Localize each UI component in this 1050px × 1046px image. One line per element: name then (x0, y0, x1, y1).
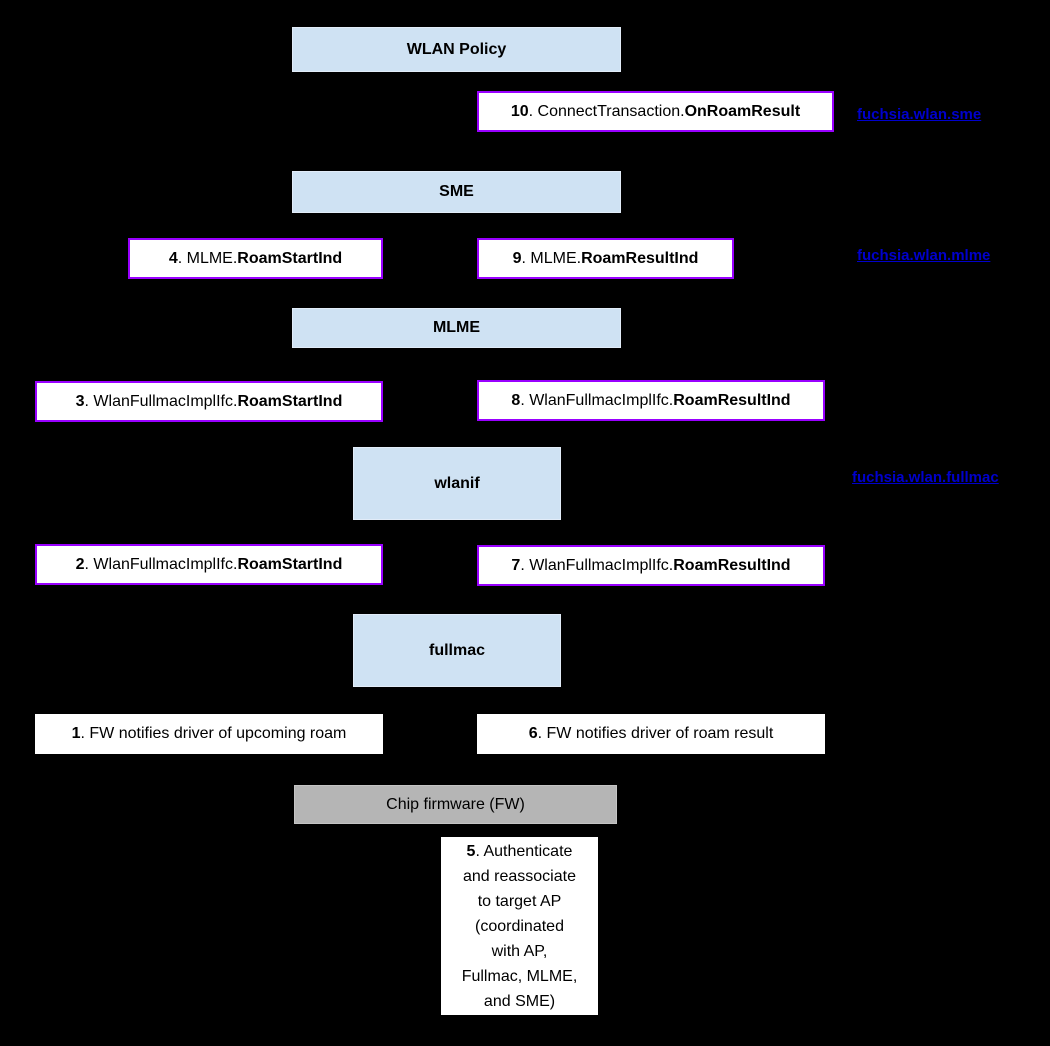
step-6-number: 6 (528, 725, 538, 743)
step-4-number: 4 (168, 249, 178, 267)
layer-wlanif-box: wlanif (353, 447, 561, 520)
step-6-label: 6. FW notifies driver of roam result (529, 724, 774, 743)
step-5-box: 5. Authenticate and reassociate to targe… (441, 837, 598, 1015)
step-5-line-4: (coordinated (475, 917, 564, 935)
step-9-label: 9. MLME.RoamResultInd (513, 249, 699, 268)
step-10-number: 10 (510, 102, 529, 120)
step-9-text: . MLME. (521, 249, 582, 267)
step-3-text: . WlanFullmacImplIfc. (84, 392, 238, 410)
step-4-label: 4. MLME.RoamStartInd (169, 249, 342, 268)
step-8-label: 8. WlanFullmacImplIfc.RoamResultInd (511, 391, 790, 410)
layer-fullmac-label: fullmac (428, 641, 485, 659)
layer-mlme-label: MLME (432, 319, 481, 337)
step-9-method: RoamResultInd (581, 249, 699, 267)
layer-mlme-box: MLME (292, 308, 621, 348)
step-5-number: 5 (466, 842, 476, 860)
step-2-number: 2 (75, 555, 85, 573)
step-10-label: 10. ConnectTransaction.OnRoamResult (511, 102, 800, 121)
step-10-box: 10. ConnectTransaction.OnRoamResult (477, 91, 834, 132)
step-5-line-7: and SME) (483, 992, 556, 1010)
step-1-box: 1. FW notifies driver of upcoming roam (35, 714, 383, 754)
step-7-number: 7 (511, 556, 521, 574)
step-7-label: 7. WlanFullmacImplIfc.RoamResultInd (511, 556, 790, 575)
layer-sme-box: SME (292, 171, 621, 213)
step-7-method: RoamResultInd (673, 556, 791, 574)
step-7-text: . WlanFullmacImplIfc. (520, 556, 674, 574)
fuchsia-wlan-sme-link[interactable]: fuchsia.wlan.sme (857, 106, 982, 123)
step-3-label: 3. WlanFullmacImplIfc.RoamStartInd (76, 392, 343, 411)
step-6-text: . FW notifies driver of roam result (537, 725, 774, 743)
step-5-line-3: to target AP (477, 892, 562, 910)
step-9-number: 9 (512, 249, 522, 267)
layer-wlan-policy-label: WLAN Policy (406, 40, 507, 58)
step-3-number: 3 (75, 392, 85, 410)
step-6-box: 6. FW notifies driver of roam result (477, 714, 825, 754)
step-10-text: . ConnectTransaction. (528, 102, 685, 120)
step-2-method: RoamStartInd (237, 555, 343, 573)
step-1-label: 1. FW notifies driver of upcoming roam (72, 724, 347, 743)
fuchsia-wlan-mlme-link[interactable]: fuchsia.wlan.mlme (857, 247, 991, 264)
layer-chip-firmware-label: Chip firmware (FW) (386, 795, 525, 813)
step-2-text: . WlanFullmacImplIfc. (84, 555, 238, 573)
step-8-box: 8. WlanFullmacImplIfc.RoamResultInd (477, 380, 825, 421)
layer-fullmac-box: fullmac (353, 614, 561, 687)
layer-chip-firmware-box: Chip firmware (FW) (294, 785, 617, 824)
layer-sme-label: SME (439, 183, 474, 201)
fuchsia-wlan-fullmac-link[interactable]: fuchsia.wlan.fullmac (852, 469, 999, 486)
step-9-box: 9. MLME.RoamResultInd (477, 238, 734, 279)
step-2-box: 2. WlanFullmacImplIfc.RoamStartInd (35, 544, 383, 585)
step-1-number: 1 (71, 725, 81, 743)
step-5-line-6: Fullmac, MLME, (461, 967, 578, 985)
step-4-box: 4. MLME.RoamStartInd (128, 238, 383, 279)
step-3-method: RoamStartInd (237, 392, 343, 410)
step-5-label: 5. Authenticate and reassociate to targe… (462, 839, 578, 1014)
step-2-label: 2. WlanFullmacImplIfc.RoamStartInd (76, 555, 343, 574)
step-8-method: RoamResultInd (673, 391, 791, 409)
step-5-line-5: with AP, (491, 942, 548, 960)
layer-wlan-policy-box: WLAN Policy (292, 27, 621, 72)
step-7-box: 7. WlanFullmacImplIfc.RoamResultInd (477, 545, 825, 586)
step-4-text: . MLME. (177, 249, 238, 267)
step-4-method: RoamStartInd (237, 249, 343, 267)
layer-wlanif-label: wlanif (434, 474, 480, 492)
step-3-box: 3. WlanFullmacImplIfc.RoamStartInd (35, 381, 383, 422)
step-8-number: 8 (511, 391, 521, 409)
step-1-text: . FW notifies driver of upcoming roam (80, 725, 347, 743)
step-10-method: OnRoamResult (684, 102, 801, 120)
step-5-line-2: and reassociate (463, 867, 576, 885)
step-5-line-1: 5. Authenticate (466, 842, 573, 860)
step-8-text: . WlanFullmacImplIfc. (520, 391, 674, 409)
